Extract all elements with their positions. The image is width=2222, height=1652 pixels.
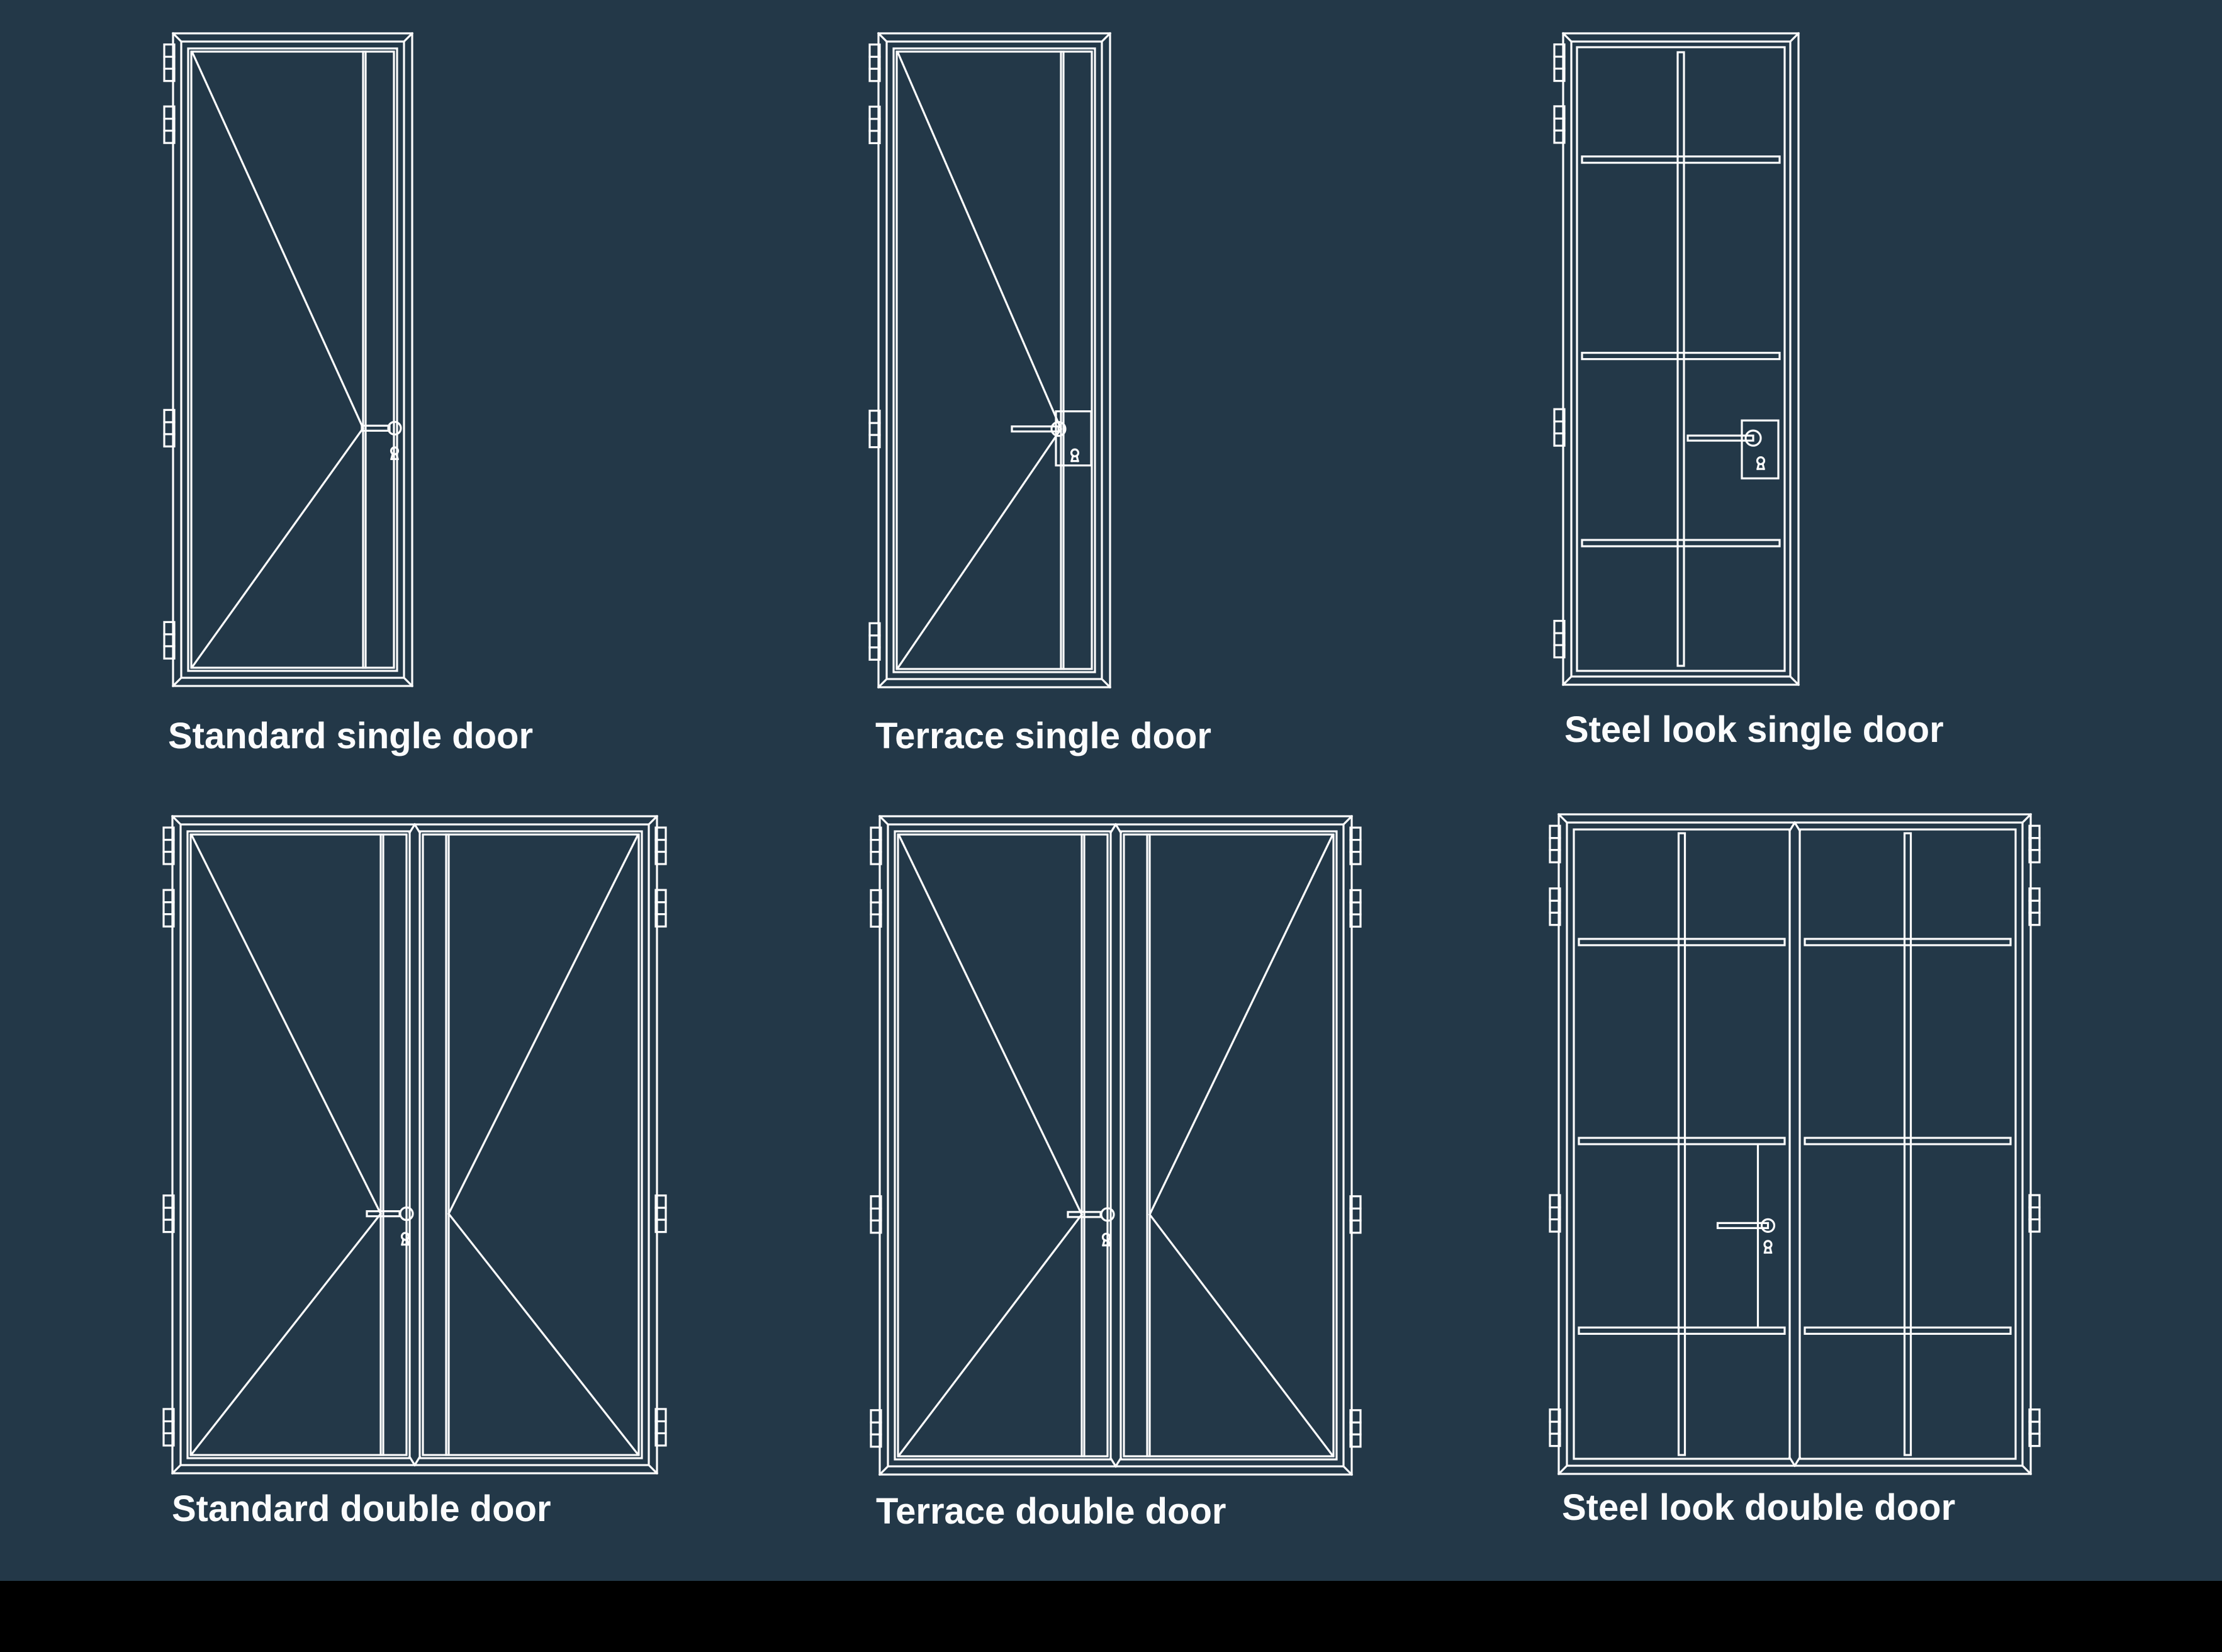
terrace-single-door-drawing xyxy=(868,28,1120,695)
terrace-double-door-drawing xyxy=(870,811,1362,1483)
terrace-single-door-label: Terrace single door xyxy=(875,716,1211,756)
steel-look-double-door-label: Steel look double door xyxy=(1562,1487,1956,1528)
standard-double-door-label: Standard double door xyxy=(172,1488,551,1529)
standard-double-door-drawing xyxy=(162,811,667,1481)
standard-single-door-drawing xyxy=(163,28,422,694)
steel-look-double-door-drawing xyxy=(1549,809,2041,1482)
steel-look-single-door-label: Steel look single door xyxy=(1564,709,1944,750)
bottom-black-bar xyxy=(0,1581,2222,1652)
steel-look-single-door-drawing xyxy=(1553,28,1809,693)
terrace-double-door-label: Terrace double door xyxy=(876,1491,1226,1532)
standard-single-door-label: Standard single door xyxy=(168,716,534,756)
